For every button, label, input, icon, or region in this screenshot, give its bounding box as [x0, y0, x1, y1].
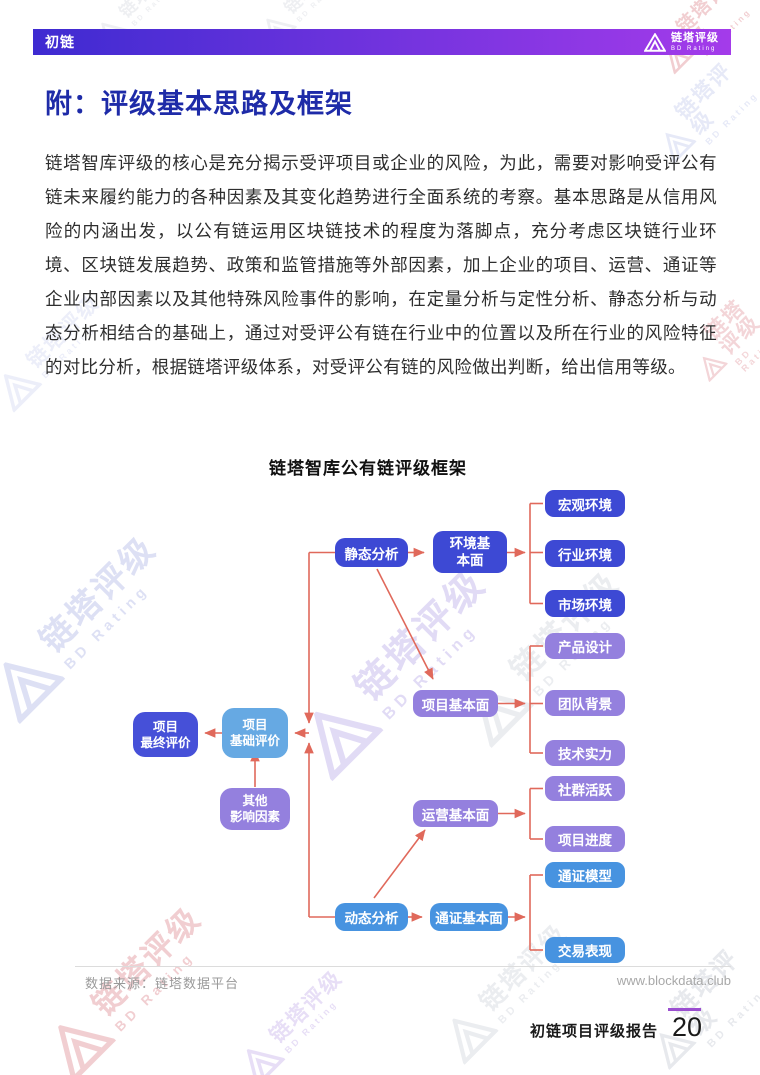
- document-label: 初链: [45, 34, 75, 50]
- node-project-fundamentals: 项目基本面: [413, 690, 498, 717]
- node-product-design: 产品设计: [545, 633, 625, 659]
- rating-framework-diagram: 静态分析 环境基 本面 宏观环境 行业环境 市场环境 产品设计 项目基本面 团队…: [0, 485, 760, 975]
- brand-subtitle: BD Rating: [671, 45, 717, 52]
- header-bar: 初链 链塔评级 BD Rating: [33, 29, 731, 55]
- website-url: www.blockdata.club: [616, 973, 731, 988]
- diagram-title: 链塔智库公有链评级框架: [269, 459, 467, 478]
- node-trading-performance: 交易表现: [545, 937, 625, 963]
- page-number-accent-line: [668, 1008, 701, 1011]
- node-project-final-evaluation: 项目 最终评价: [133, 712, 198, 757]
- page-title: 附：评级基本思路及框架: [45, 89, 353, 119]
- node-static-analysis: 静态分析: [335, 538, 408, 567]
- node-other-influence-factors: 其他 影响因素: [220, 788, 290, 830]
- node-environment-fundamentals: 环境基 本面: [433, 531, 507, 573]
- page-number: 20: [671, 1012, 702, 1042]
- node-market-environment: 市场环境: [545, 590, 625, 617]
- data-source-note: 数据来源：链塔数据平台: [85, 976, 240, 991]
- node-project-basic-evaluation: 项目 基础评价: [222, 708, 288, 758]
- diagram-connectors: [204, 502, 543, 951]
- node-community-activity: 社群活跃: [545, 776, 625, 801]
- node-operation-fundamentals: 运营基本面: [413, 800, 498, 827]
- body-paragraph: 链塔智库评级的核心是充分揭示受评项目或企业的风险，为此，需要对影响受评公有链未来…: [45, 153, 717, 377]
- node-tech-strength: 技术实力: [545, 740, 625, 766]
- node-project-progress: 项目进度: [545, 826, 625, 852]
- brand-triangle-icon: [644, 32, 666, 52]
- node-macro-environment: 宏观环境: [545, 490, 625, 517]
- report-name: 初链项目评级报告: [529, 1023, 658, 1040]
- brand-logo: 链塔评级 BD Rating: [644, 31, 719, 52]
- node-industry-environment: 行业环境: [545, 540, 625, 567]
- node-token-fundamentals: 通证基本面: [430, 903, 508, 931]
- page-footer: 初链项目评级报告 20: [530, 1012, 702, 1043]
- brand-name: 链塔评级: [671, 31, 719, 44]
- footer-divider: [75, 966, 731, 967]
- node-team-background: 团队背景: [545, 690, 625, 716]
- node-dynamic-analysis: 动态分析: [335, 903, 408, 931]
- node-token-model: 通证模型: [545, 862, 625, 888]
